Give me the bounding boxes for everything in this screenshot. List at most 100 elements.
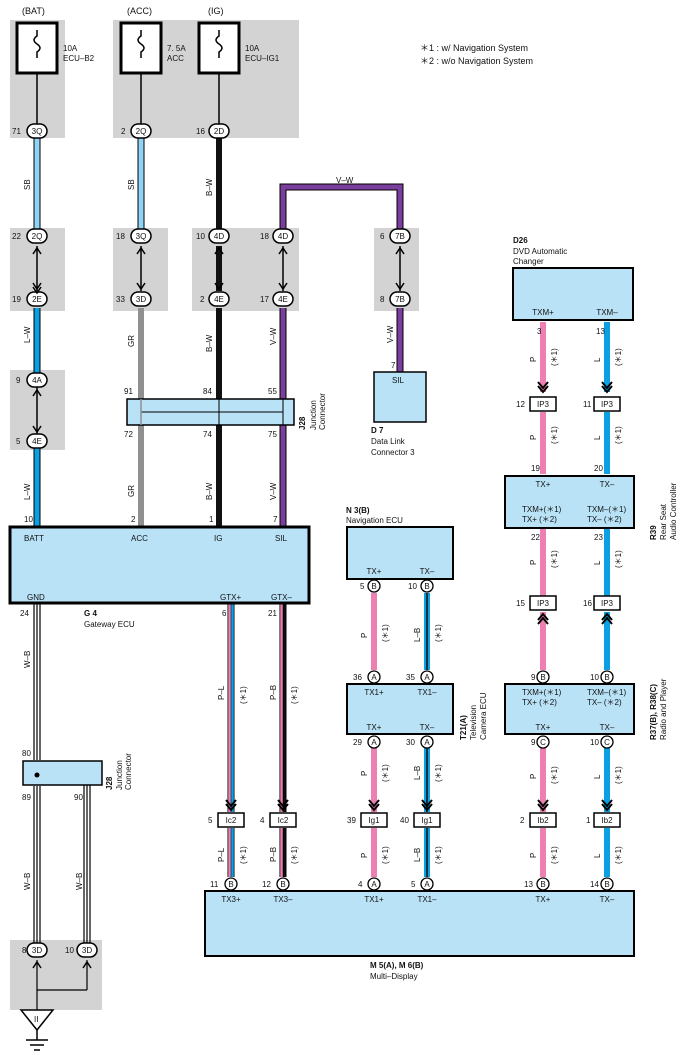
oval-4d-a: 4D xyxy=(208,228,230,244)
conn-ip3-c: IP3 xyxy=(529,595,557,611)
svg-text:22: 22 xyxy=(531,533,540,542)
svg-text:TX1+: TX1+ xyxy=(364,688,384,697)
svg-text:2D: 2D xyxy=(214,127,224,136)
svg-text:A: A xyxy=(424,880,430,889)
svg-text:L: L xyxy=(593,357,602,362)
svg-text:SB: SB xyxy=(127,179,136,190)
svg-text:(＊1): (＊1) xyxy=(550,766,559,784)
svg-text:W–B: W–B xyxy=(75,873,84,890)
svg-text:9: 9 xyxy=(531,673,536,682)
svg-text:(＊1): (＊1) xyxy=(614,846,623,864)
svg-text:10A: 10A xyxy=(63,44,78,53)
svg-text:L–W: L–W xyxy=(23,326,32,343)
svg-text:TX+: TX+ xyxy=(536,895,551,904)
svg-text:B: B xyxy=(604,673,609,682)
svg-text:10A: 10A xyxy=(245,44,260,53)
svg-text:B: B xyxy=(424,582,429,591)
svg-text:GTX–: GTX– xyxy=(271,593,292,602)
svg-text:W–B: W–B xyxy=(23,651,32,668)
svg-text:11: 11 xyxy=(210,880,219,889)
svg-text:(＊1): (＊1) xyxy=(550,550,559,568)
svg-text:(＊1): (＊1) xyxy=(550,348,559,366)
note-2: ＊2 : w/o Navigation System xyxy=(420,56,533,66)
svg-text:L: L xyxy=(593,435,602,440)
svg-text:4D: 4D xyxy=(278,232,288,241)
svg-text:Junction: Junction xyxy=(309,400,318,430)
svg-text:BATT: BATT xyxy=(24,534,44,543)
svg-text:B: B xyxy=(280,880,285,889)
oval-4e-a: 4E xyxy=(208,291,230,307)
svg-text:TX1–: TX1– xyxy=(417,895,437,904)
radio-and-player-r37: TXM+(＊1) TX+ (＊2) TXM–(＊1) TX– (＊2) TX+ … xyxy=(504,678,668,740)
svg-text:2Q: 2Q xyxy=(136,127,147,136)
svg-text:TX–: TX– xyxy=(600,723,615,732)
svg-text:P: P xyxy=(360,771,369,776)
svg-text:TX+: TX+ xyxy=(367,723,382,732)
svg-text:V–W: V–W xyxy=(269,327,278,345)
svg-text:ECU–IG1: ECU–IG1 xyxy=(245,54,280,63)
svg-text:11: 11 xyxy=(583,400,592,409)
svg-text:V–W: V–W xyxy=(386,325,395,343)
svg-text:TXM–(＊1): TXM–(＊1) xyxy=(587,505,626,514)
svg-text:4: 4 xyxy=(260,816,265,825)
svg-text:(＊1): (＊1) xyxy=(381,764,390,782)
svg-text:DVD Automatic: DVD Automatic xyxy=(513,247,567,256)
svg-text:(＊1): (＊1) xyxy=(614,348,623,366)
svg-text:2E: 2E xyxy=(32,295,42,304)
conn-ig1-a: Ig1 xyxy=(360,812,388,828)
svg-text:72: 72 xyxy=(124,430,133,439)
svg-text:C: C xyxy=(604,738,610,747)
svg-text:P: P xyxy=(529,357,538,362)
svg-text:IP3: IP3 xyxy=(537,400,550,409)
svg-text:Ib2: Ib2 xyxy=(601,816,613,825)
svg-text:3: 3 xyxy=(537,327,542,336)
svg-text:Audio Controller: Audio Controller xyxy=(669,482,678,540)
svg-text:L–B: L–B xyxy=(413,766,422,780)
svg-text:Camera ECU: Camera ECU xyxy=(479,692,488,740)
svg-text:SB: SB xyxy=(23,179,32,190)
svg-text:71: 71 xyxy=(12,127,21,136)
svg-text:29: 29 xyxy=(353,738,362,747)
svg-text:L–B: L–B xyxy=(413,848,422,862)
svg-text:P: P xyxy=(360,633,369,638)
svg-text:19: 19 xyxy=(531,464,540,473)
svg-text:89: 89 xyxy=(22,793,31,802)
svg-text:TX–: TX– xyxy=(600,895,615,904)
svg-text:TX3–: TX3– xyxy=(273,895,293,904)
pin-numbers: 71 2 16 22 18 10 18 6 19 33 2 17 8 9 5 7… xyxy=(12,127,605,955)
svg-text:35: 35 xyxy=(406,673,415,682)
svg-text:J28: J28 xyxy=(298,416,307,430)
svg-text:R39: R39 xyxy=(649,525,658,540)
svg-text:3D: 3D xyxy=(82,946,92,955)
oval-3d-b: 3D xyxy=(26,942,48,958)
svg-text:(＊1): (＊1) xyxy=(239,686,248,704)
svg-text:5: 5 xyxy=(208,816,213,825)
svg-text:5: 5 xyxy=(360,582,365,591)
svg-text:B: B xyxy=(540,673,545,682)
svg-text:3Q: 3Q xyxy=(32,127,43,136)
svg-text:3D: 3D xyxy=(32,946,42,955)
svg-text:V–W: V–W xyxy=(269,482,278,500)
svg-text:TXM+(＊1): TXM+(＊1) xyxy=(522,688,562,697)
svg-text:20: 20 xyxy=(594,464,603,473)
svg-text:Radio and Player: Radio and Player xyxy=(659,678,668,740)
svg-text:P–L: P–L xyxy=(217,685,226,700)
svg-text:GND: GND xyxy=(27,593,45,602)
svg-text:10: 10 xyxy=(408,582,417,591)
svg-text:13: 13 xyxy=(596,327,605,336)
svg-text:74: 74 xyxy=(203,430,212,439)
svg-text:33: 33 xyxy=(116,295,125,304)
svg-text:7: 7 xyxy=(391,361,396,370)
svg-text:Navigation ECU: Navigation ECU xyxy=(346,516,403,525)
svg-text:TX1+: TX1+ xyxy=(364,895,384,904)
svg-text:3D: 3D xyxy=(136,295,146,304)
svg-text:V–W: V–W xyxy=(336,176,354,185)
svg-text:55: 55 xyxy=(268,387,277,396)
svg-text:TX– (＊2): TX– (＊2) xyxy=(587,515,622,524)
connector-arrows xyxy=(32,246,405,969)
svg-text:TXM+: TXM+ xyxy=(532,308,554,317)
svg-text:TX+: TX+ xyxy=(367,567,382,576)
svg-text:GR: GR xyxy=(127,335,136,347)
svg-text:2Q: 2Q xyxy=(32,232,43,241)
oval-4a: 4A xyxy=(26,372,48,388)
